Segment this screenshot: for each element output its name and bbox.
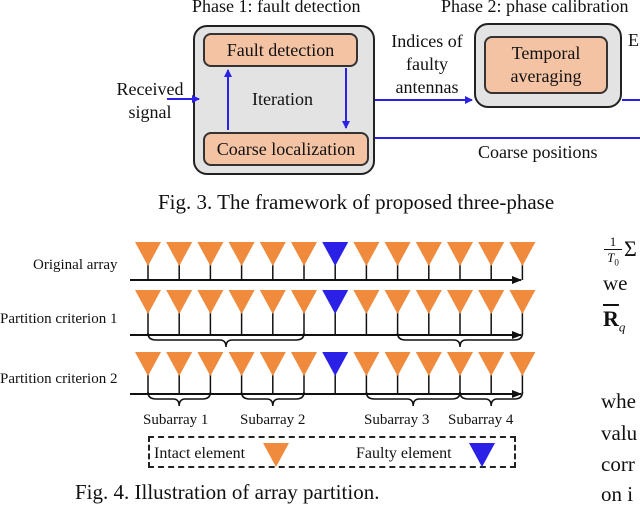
faulty-element-triangle [322,352,349,376]
intact-element-triangle [415,352,442,376]
intact-element-triangle [291,290,317,314]
legend-box [148,436,516,468]
fig4-caption: Fig. 4. Illustration of array partition. [75,480,380,504]
fault-detection-label: Fault detection [226,39,335,60]
row-label-criterion-2: Partition criterion 2 [0,371,118,387]
intact-element-triangle [228,290,255,314]
intact-element-triangle [291,242,317,266]
received-signal-label: Received signal [116,79,184,122]
legend-intact-label: Intact element [154,445,246,462]
temporal-averaging-box: Temporal averaging [484,36,608,94]
intact-element-triangle [135,290,161,314]
iteration-label: Iteration [252,89,313,109]
side-line-4: on i [601,482,634,506]
intact-element-triangle [384,242,411,266]
coarse-localization-box: Coarse localization [203,132,369,166]
intact-element-triangle [259,242,286,266]
intact-element-triangle [228,242,255,266]
brace-subarray-1 [147,391,212,407]
intact-element-triangle [197,290,224,314]
intact-element-triangle [478,290,505,314]
subarray-label-3: Subarray 3 [364,412,430,428]
side-word-we: we [603,271,628,295]
fault-detection-box: Fault detection [203,33,358,67]
brace-subarray-2 [240,391,305,407]
phase2-title: Phase 2: phase calibration [441,0,629,16]
fraction-denominator: T0 [607,250,619,268]
legend-faulty-label: Faulty element [356,445,452,462]
intact-element-triangle [415,290,442,314]
temporal-averaging-label: Temporal averaging [510,43,582,86]
side-R-symbol: Rq [603,306,626,335]
intact-element-triangle [353,352,380,376]
brace-criterion1-group1 [147,332,305,348]
intact-element-triangle [135,352,161,376]
brace-criterion1-group2 [396,332,524,348]
subarray-label-2: Subarray 2 [240,412,306,428]
intact-element-triangle [478,352,505,376]
fraction-numerator: 1 [604,234,622,250]
side-line-2: valu [601,421,638,445]
intact-element-triangle [291,352,317,376]
intact-element-triangle [509,290,536,314]
intact-element-triangle [197,352,224,376]
brace-subarray-4 [459,391,524,407]
phase3-title-fragment: E [628,30,639,50]
intact-element-triangle [166,290,193,314]
brace-subarray-3 [365,391,461,407]
intact-element-triangle [228,352,255,376]
fraction: 1 T0 [604,234,622,271]
intact-element-triangle [447,290,473,314]
intact-element-triangle [447,242,473,266]
intact-element-triangle [447,352,473,376]
intact-element-triangle [478,242,505,266]
intact-element-triangle [353,290,380,314]
faulty-element-triangle [322,242,349,266]
intact-element-triangle [166,352,193,376]
row-label-criterion-1: Partition criterion 1 [0,311,118,327]
side-line-1: whe [601,389,636,413]
phase1-title: Phase 1: fault detection [192,0,361,16]
intact-element-triangle [166,242,193,266]
sigma-glyph: Σ [624,236,637,261]
intact-element-triangle [135,242,161,266]
indices-label: Indices of faulty antennas [391,31,463,97]
coarse-localization-label: Coarse localization [216,138,356,159]
intact-element-triangle [259,290,286,314]
faulty-element-triangle [322,290,349,314]
row-label-original: Original array [33,257,118,273]
subarray-label-1: Subarray 1 [143,412,209,428]
coarse-positions-label: Coarse positions [478,142,598,162]
side-line-3: corr [601,452,635,476]
intact-element-triangle [197,242,224,266]
intact-element-triangle [384,290,411,314]
intact-element-triangle [384,352,411,376]
intact-element-triangle [415,242,442,266]
intact-element-triangle [509,242,536,266]
intact-element-triangle [353,242,380,266]
subarray-label-4: Subarray 4 [448,412,514,428]
intact-element-triangle [259,352,286,376]
fig3-caption: Fig. 3. The framework of proposed three-… [158,190,555,214]
intact-element-triangle [509,352,536,376]
